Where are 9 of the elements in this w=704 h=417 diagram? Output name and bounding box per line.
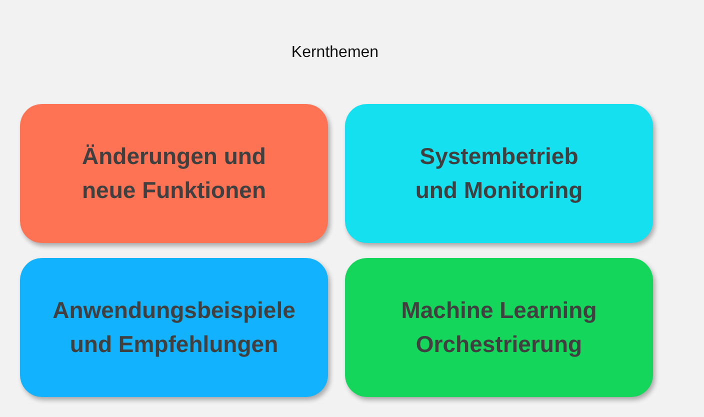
topic-label: Systembetrieb und Monitoring	[414, 142, 584, 205]
topic-card	[20, 104, 328, 243]
topic-card	[345, 258, 653, 397]
topic-label: Machine Learning Orchestrierung	[400, 296, 598, 359]
topic-label: Anwendungsbeispiele und Empfehlungen	[52, 296, 296, 359]
title: Kernthemen	[290, 44, 380, 62]
topic-card	[20, 258, 328, 397]
topic-card	[345, 104, 653, 243]
topic-label: Änderungen und neue Funktionen	[81, 142, 267, 204]
